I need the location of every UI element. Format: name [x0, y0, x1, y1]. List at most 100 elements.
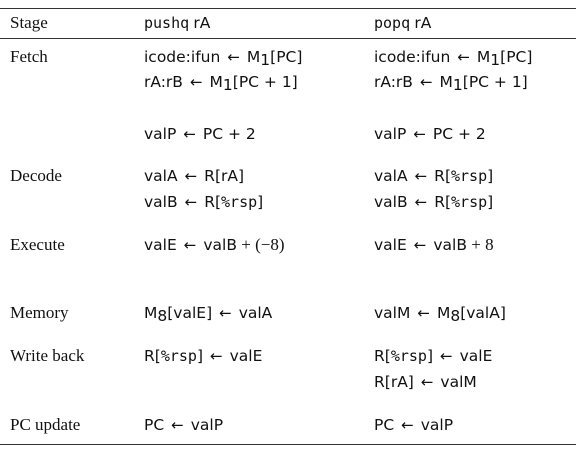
- cell-text: rA:rB: [144, 73, 183, 91]
- cell-text: ←: [183, 125, 196, 143]
- stage-memory: Memory: [10, 303, 69, 322]
- push-writeback-line-1: R[%rsp]←valE: [144, 346, 262, 366]
- cell-text: ←: [457, 48, 470, 66]
- header-popq: popq rA: [374, 13, 431, 33]
- header-pushq: pushq rA: [144, 13, 210, 33]
- cell-text: rA:rB: [374, 73, 413, 91]
- cell-text: ←: [413, 125, 426, 143]
- push-memory-line-1: M8[valE] ← valA: [144, 303, 273, 325]
- cell-text: valA: [238, 304, 273, 322]
- cell-text: M: [439, 73, 453, 91]
- stage-pcupdate: PC update: [10, 415, 81, 434]
- cell-text: 8: [157, 307, 168, 325]
- push-execute-line-1: valE ← valB + (−8): [144, 235, 284, 255]
- cell-text: ←: [414, 167, 428, 185]
- cell-text: M: [246, 48, 261, 66]
- cell-text: + (−8): [236, 235, 285, 254]
- cell-text: ←: [184, 167, 198, 185]
- cell-text: rA: [193, 14, 211, 32]
- cell-text: M: [476, 48, 491, 66]
- cell-text: ←: [219, 304, 232, 322]
- cell-text: ←: [440, 347, 453, 365]
- cell-text: %rsp: [451, 193, 488, 211]
- cell-text: [valA]: [460, 304, 506, 322]
- cell-text: 1: [260, 51, 271, 69]
- cell-text: valB: [433, 236, 467, 254]
- cell-text: + 8: [466, 235, 494, 254]
- cell-text: valP: [374, 125, 407, 143]
- header-stage: Stage: [10, 13, 48, 32]
- cell-text: R[: [204, 193, 222, 211]
- push-decode-line-2: valB←R[%rsp]: [144, 192, 263, 212]
- cell-text: ←: [417, 304, 430, 322]
- cell-text: R[: [374, 347, 391, 365]
- pop-decode-line-2: valB ← R[%rsp]: [374, 192, 493, 212]
- cell-text: [PC]: [270, 48, 303, 66]
- cell-text: ]: [487, 193, 494, 211]
- pop-writeback-line-1: R[%rsp] ← valE: [374, 346, 492, 366]
- top-rule: [0, 8, 576, 9]
- cell-text: ]: [426, 347, 434, 365]
- cell-text: 1: [452, 76, 463, 94]
- cell-text: valE: [374, 236, 407, 254]
- stage-fetch: Fetch: [10, 47, 48, 66]
- cell-text: %rsp: [390, 347, 427, 365]
- stage-execute: Execute: [10, 235, 65, 254]
- cell-text: PC: [374, 416, 395, 434]
- push-decode-line-1: valA ← R[rA]: [144, 166, 244, 186]
- cell-text: R[rA]: [374, 373, 414, 391]
- cell-text: PC: [144, 416, 165, 434]
- cell-text: ]: [257, 193, 264, 211]
- cell-text: rA: [414, 14, 432, 32]
- cell-text: R[: [434, 167, 451, 185]
- pop-memory-line-1: valM ← M8[valA]: [374, 303, 506, 325]
- cell-text: %rsp: [221, 193, 258, 211]
- cell-text: ←: [189, 73, 203, 91]
- cell-text: [PC + 1]: [232, 73, 298, 91]
- cell-text: 1: [490, 51, 501, 69]
- cell-text: ←: [227, 48, 240, 66]
- cell-text: valB: [203, 236, 237, 254]
- cell-text: valP: [420, 416, 454, 434]
- pop-fetch-line-3: valP←PC + 2: [374, 124, 486, 144]
- cell-text: R[: [434, 193, 452, 211]
- cell-text: M: [436, 304, 451, 322]
- cell-text: ←: [183, 236, 197, 254]
- cell-text: [PC + 1]: [462, 73, 528, 91]
- cell-text: ←: [171, 416, 184, 434]
- pop-decode-line-1: valA←R[%rsp]: [374, 166, 493, 186]
- push-fetch-line-2: rA:rB←M1[PC + 1]: [144, 72, 298, 94]
- cell-text: R[rA]: [204, 167, 245, 185]
- pop-fetch-line-2: rA:rB ← M1[PC + 1]: [374, 72, 528, 94]
- cell-text: ←: [413, 236, 427, 254]
- cell-text: valE: [229, 347, 263, 365]
- cell-text: ←: [414, 193, 428, 211]
- cell-text: pushq: [144, 14, 190, 32]
- pop-fetch-line-1: icode:ifun←M1[PC]: [374, 47, 533, 69]
- push-fetch-line-1: icode:ifun←M1[PC]: [144, 47, 303, 69]
- header-rule: [0, 38, 576, 39]
- cell-text: 8: [450, 307, 461, 325]
- cell-text: %rsp: [451, 167, 488, 185]
- cell-text: 1: [222, 76, 233, 94]
- cell-text: M: [144, 304, 158, 322]
- cell-text: ←: [419, 73, 433, 91]
- pop-pcupdate-line-1: PC←valP: [374, 415, 453, 435]
- cell-text: ]: [196, 347, 204, 365]
- cell-text: valP: [144, 125, 177, 143]
- cell-text: valM: [374, 304, 411, 322]
- cell-text: PC + 2: [202, 125, 256, 143]
- cell-text: ←: [184, 193, 198, 211]
- cell-text: valB: [374, 193, 408, 211]
- pop-writeback-line-2: R[rA]←valM: [374, 372, 477, 392]
- cell-text: valE: [144, 236, 177, 254]
- cell-text: [PC]: [500, 48, 533, 66]
- cell-text: ←: [210, 347, 223, 365]
- cell-text: [valE]: [167, 304, 213, 322]
- cell-text: valE: [459, 347, 493, 365]
- cell-text: ←: [420, 373, 434, 391]
- cell-text: valA: [144, 167, 178, 185]
- stage-decode: Decode: [10, 166, 62, 185]
- push-pcupdate-line-1: PC←valP: [144, 415, 223, 435]
